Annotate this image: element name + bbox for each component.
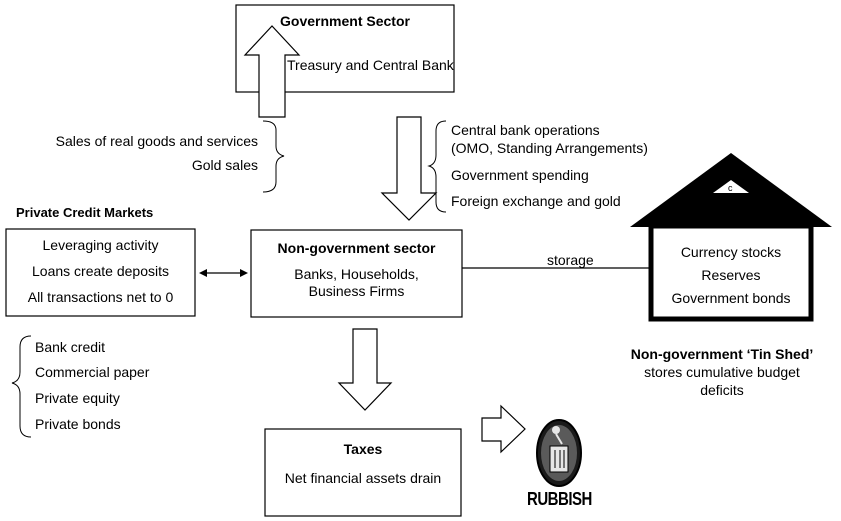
- storage-label: storage: [547, 252, 594, 268]
- tin-shed-item-2: Reserves: [701, 267, 761, 283]
- credit-instrument-1: Bank credit: [35, 339, 106, 355]
- taxes-flow-arrow: [337, 328, 393, 411]
- tin-shed-roof-window: [713, 180, 749, 193]
- credit-exchange-arrowhead-right: [240, 269, 248, 277]
- private-credit-line-2: Loans create deposits: [32, 263, 169, 279]
- tin-shed-caption-title: Non-government ‘Tin Shed’: [630, 346, 814, 362]
- private-credit-box: [5, 228, 196, 317]
- tin-shed-item-1: Currency stocks: [680, 244, 782, 260]
- non-government-line-2: Business Firms: [308, 283, 405, 299]
- tin-shed: c: [630, 153, 832, 322]
- right-flows-brace: [427, 120, 447, 213]
- government-sector-subtitle: Treasury and Central Bank: [287, 57, 454, 73]
- downward-flow-label-1: Central bank operations: [451, 122, 600, 138]
- private-credit-heading: Private Credit Markets: [16, 205, 154, 220]
- non-government-title: Non-government sector: [277, 240, 436, 256]
- private-credit-line-1: Leveraging activity: [42, 237, 159, 253]
- tin-shed-body: [648, 223, 814, 322]
- downward-flow-label-2: (OMO, Standing Arrangements): [451, 140, 648, 156]
- government-sector-title: Government Sector: [280, 13, 410, 29]
- taxes-subtitle: Net financial assets drain: [284, 470, 442, 486]
- upward-flow-arrow: [243, 25, 301, 118]
- tin-shed-item-3: Government bonds: [671, 290, 791, 306]
- rubbish-label: RUBBISH: [527, 488, 592, 510]
- left-flows-brace: [262, 120, 285, 193]
- credit-instrument-2: Commercial paper: [35, 364, 150, 380]
- tin-shed-caption-line-2: deficits: [700, 382, 744, 398]
- tin-shed-caption-line-1: stores cumulative budget: [644, 364, 800, 380]
- downward-flow-label-4: Foreign exchange and gold: [451, 193, 621, 209]
- credit-instruments-brace: [11, 335, 32, 438]
- credit-instrument-4: Private bonds: [35, 416, 121, 432]
- private-credit-line-3: All transactions net to 0: [27, 289, 174, 305]
- upward-flow-label-2: Gold sales: [191, 157, 258, 173]
- rubbish-figure-arm: [555, 433, 563, 445]
- upward-flow-label-1: Sales of real goods and services: [55, 133, 258, 149]
- rubbish-flow-arrow: [481, 404, 526, 454]
- tin-shed-roof-mark: c: [728, 183, 733, 193]
- rubbish-bin-can: [549, 445, 569, 473]
- downward-flow-arrow: [380, 116, 438, 221]
- taxes-box: [264, 428, 462, 517]
- rubbish-figure-head: [552, 426, 560, 434]
- credit-instrument-3: Private equity: [35, 390, 120, 406]
- rubbish-bin-icon: [536, 419, 582, 487]
- downward-flow-label-3: Government spending: [451, 167, 589, 183]
- taxes-title: Taxes: [343, 441, 383, 457]
- non-government-sector-box: [250, 229, 463, 318]
- credit-exchange-arrowhead-left: [199, 269, 207, 277]
- non-government-line-1: Banks, Households,: [294, 266, 419, 282]
